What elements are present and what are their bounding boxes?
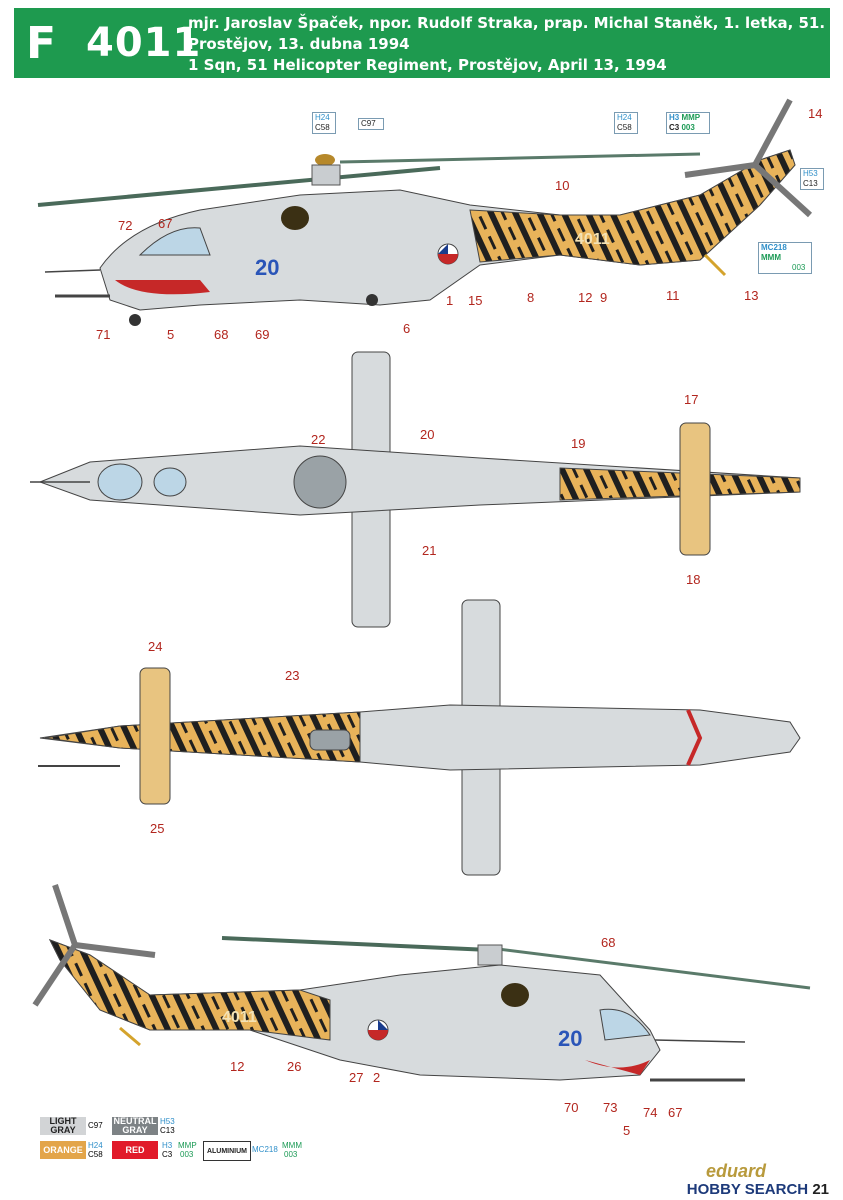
callout-number: 2 (373, 1070, 380, 1085)
callout-number: 22 (311, 432, 325, 447)
callout-number: 26 (287, 1059, 301, 1074)
swatch-light-gray: LIGHT GRAY (40, 1117, 86, 1135)
callout-number: 67 (158, 216, 172, 231)
callout-number: 20 (420, 427, 434, 442)
brand-watermark: HOBBY SEARCH 21 (686, 1181, 829, 1198)
callout-number: 73 (603, 1100, 617, 1115)
callout-number: 25 (150, 821, 164, 836)
callout-number: 12 (230, 1059, 244, 1074)
callout-number: 15 (468, 293, 482, 308)
callout-number: 17 (684, 392, 698, 407)
callout-number: 70 (564, 1100, 578, 1115)
swatch-code: MMM (282, 1141, 302, 1150)
swatch-code: MMP (178, 1141, 197, 1150)
unit-line: 1 Sqn, 51 Helicopter Regiment, Prostějov… (188, 56, 667, 74)
callout-number: 9 (600, 290, 607, 305)
bottom-view (38, 599, 801, 876)
eduard-logo: eduard (706, 1161, 767, 1181)
callout-number: 11 (666, 288, 680, 303)
base-date-line: Prostějov, 13. dubna 1994 (188, 35, 410, 53)
callout-number: 69 (255, 327, 269, 342)
callouts-top: 22 20 17 19 21 18 (311, 392, 700, 587)
callout-number: 24 (148, 639, 162, 654)
swatch-code: H53 (160, 1117, 175, 1126)
callouts-bottom: 24 23 25 (148, 639, 299, 836)
swatch-code: MC218 (252, 1145, 278, 1154)
svg-text:20: 20 (255, 255, 279, 280)
swatch-code: 003 (284, 1150, 298, 1159)
callout-number: 72 (118, 218, 132, 233)
callouts-side: 72 67 10 14 1 15 8 12 9 11 13 71 5 68 69… (96, 106, 822, 342)
callout-number: 18 (686, 572, 700, 587)
top-view (30, 351, 801, 628)
swatch-orange: ORANGE (40, 1141, 86, 1159)
svg-text:4011: 4011 (575, 231, 610, 248)
callout-number: 74 (643, 1105, 657, 1120)
profile-code: 4011 (86, 20, 202, 66)
profile-letter: F (26, 18, 57, 69)
callout-number: 67 (668, 1105, 682, 1120)
swatch-red: RED (112, 1141, 158, 1159)
callout-number: 19 (571, 436, 585, 451)
callout-number: 13 (744, 288, 758, 303)
callout-number: 5 (167, 327, 174, 342)
svg-text:4011: 4011 (222, 1009, 257, 1026)
svg-text:20: 20 (558, 1026, 582, 1051)
callout-number: 21 (422, 543, 436, 558)
swatch-code: C13 (160, 1126, 175, 1135)
color-callout-box: H3 MMP C3 003 (666, 112, 710, 134)
swatch-code: C58 (88, 1150, 103, 1159)
swatch-code: C3 (162, 1150, 173, 1159)
callout-number: 10 (555, 178, 569, 193)
callout-number: 14 (808, 106, 822, 121)
swatch-aluminium: ALUMINIUM (203, 1141, 251, 1161)
swatch-code: H24 (88, 1141, 103, 1150)
callout-number: 8 (527, 290, 534, 305)
color-callout-box: C97 (358, 118, 384, 130)
callout-number: 6 (403, 321, 410, 336)
profile-header: F 4011 mjr. Jaroslav Špaček, npor. Rudol… (14, 8, 843, 78)
side-view-right: 20 4011 (32, 884, 811, 1082)
callouts-right: 68 12 26 27 2 70 73 5 74 67 (230, 935, 682, 1138)
callout-number: 68 (214, 327, 228, 342)
swatch-code: C97 (88, 1121, 103, 1130)
swatch-code: H3 (162, 1141, 173, 1150)
callout-number: 27 (349, 1070, 363, 1085)
swatch-code: 003 (180, 1150, 194, 1159)
side-view-left: 20 4011 (37, 98, 813, 326)
callout-number: 5 (623, 1123, 630, 1138)
swatch-neutral-gray: NEUTRAL GRAY (112, 1116, 158, 1135)
callout-number: 1 (446, 293, 453, 308)
callout-number: 12 (578, 290, 592, 305)
callout-number: 23 (285, 668, 299, 683)
crew-line: mjr. Jaroslav Špaček, npor. Rudolf Strak… (188, 14, 843, 32)
callout-number: 68 (601, 935, 615, 950)
callout-number: 71 (96, 327, 110, 342)
color-callout-box: MC218 MMM 003 (758, 242, 812, 274)
